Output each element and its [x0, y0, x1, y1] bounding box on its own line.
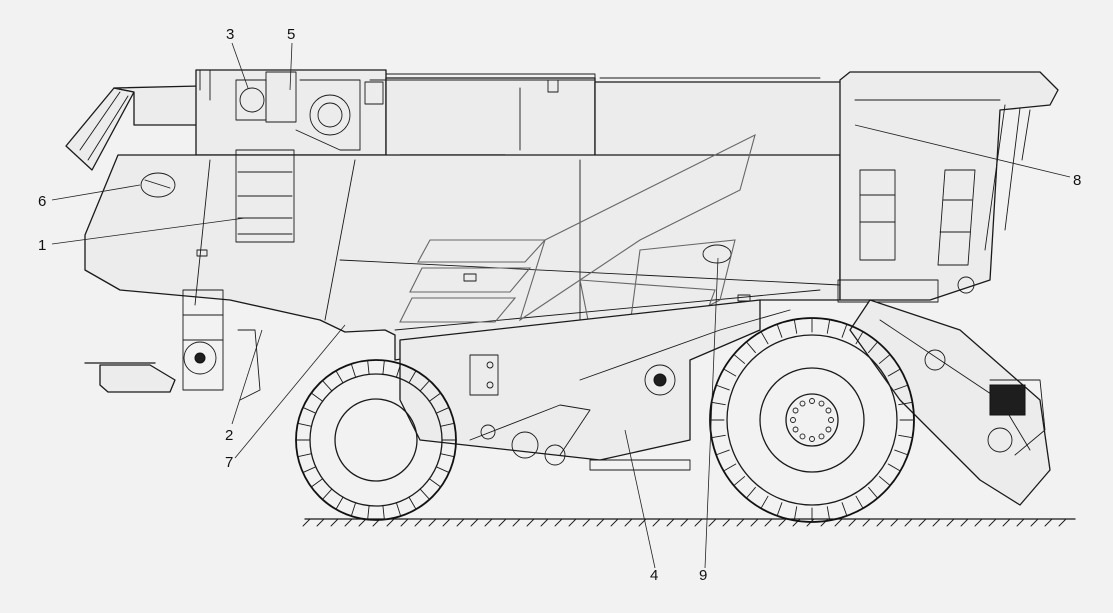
callout-5: 5 — [287, 26, 295, 43]
operator-cab — [837, 71, 1059, 303]
callout-4: 4 — [650, 567, 658, 584]
undercarriage — [399, 299, 791, 471]
feeder-house — [849, 299, 1051, 506]
unloading-spout — [65, 85, 201, 171]
front-wheel — [709, 317, 915, 523]
callout-8: 8 — [1073, 172, 1081, 189]
rear-platform — [84, 289, 261, 401]
grain-tank-top — [385, 73, 851, 166]
callout-1: 1 — [38, 237, 46, 254]
callout-9: 9 — [699, 567, 707, 584]
engine-compartment — [195, 69, 387, 156]
callout-2: 2 — [225, 427, 233, 444]
ground-line — [302, 518, 1076, 527]
access-ladder — [235, 149, 295, 243]
callout-6: 6 — [38, 193, 46, 210]
leader-lines — [51, 42, 1071, 569]
rear-wheel — [295, 359, 457, 521]
callout-3: 3 — [226, 26, 234, 43]
callout-7: 7 — [225, 454, 233, 471]
